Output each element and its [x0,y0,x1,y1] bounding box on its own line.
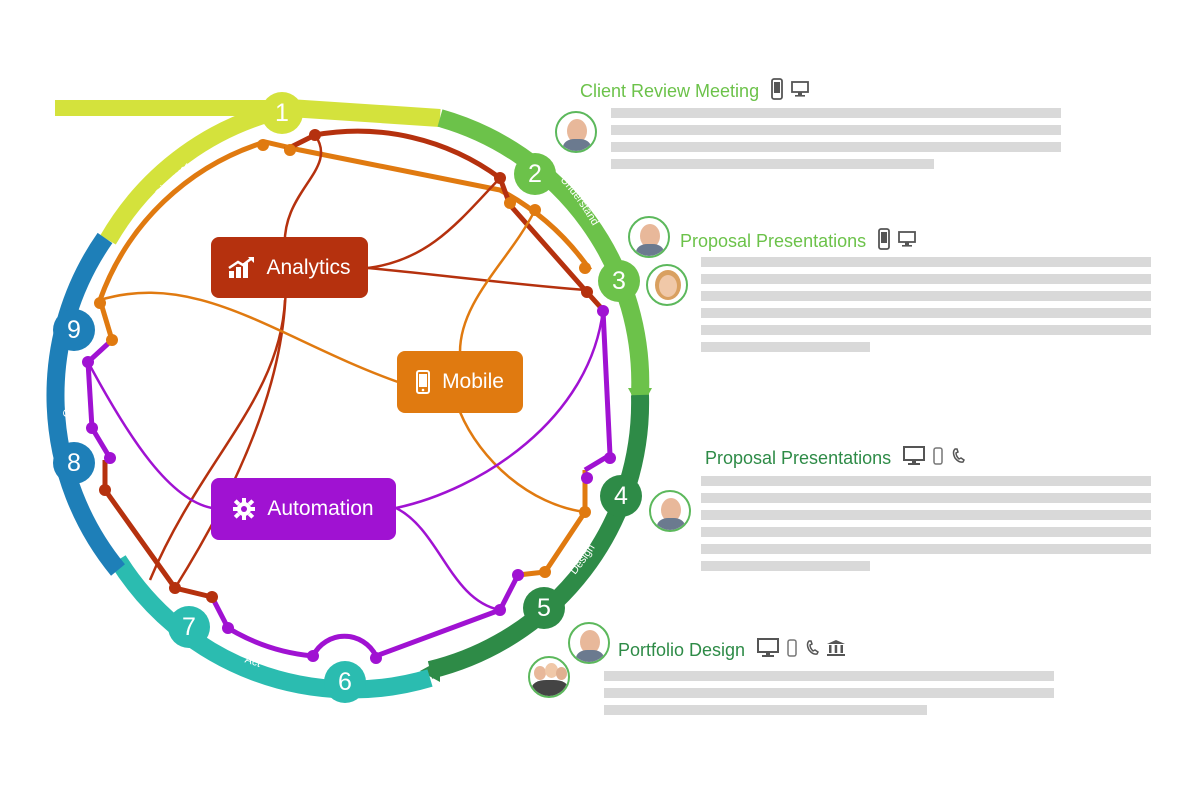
ring-arrow-design [420,660,440,682]
text-placeholder-line [701,493,1151,503]
automation-hub-label: Automation [267,497,374,520]
bank-icon [827,640,846,661]
text-placeholder-line [604,705,927,715]
avatar-group [528,656,570,698]
avatar [628,216,670,258]
ring-segment-grow [46,232,125,576]
phone-icon [787,639,797,662]
panel-title-portfolio-design[interactable]: Portfolio Design [618,638,846,663]
step-node-5[interactable]: 5 [523,587,565,629]
ring-segment-understand [437,109,650,396]
analytics-hub[interactable]: Analytics [211,237,368,298]
text-placeholder-line [701,510,1151,520]
phone-icon [878,228,891,255]
automation-hub[interactable]: Automation [211,478,396,540]
analytics-hub-label: Analytics [266,255,351,279]
mobile-hub[interactable]: Mobile [397,351,523,413]
step-node-2[interactable]: 2 [514,153,556,195]
panel-title-text: Proposal Presentations [705,448,892,468]
analytics-connector [367,177,501,270]
junction-dots [82,129,616,664]
svg-text:5: 5 [537,594,551,622]
phone-icon [416,370,431,394]
panel-title-text: Proposal Presentations [680,231,867,251]
text-placeholder-line [701,291,1151,301]
panel-title-text: Client Review Meeting [580,81,760,101]
svg-text:3: 3 [612,267,626,295]
analytics-inner-ring-lower [102,460,213,600]
automation-connector [395,309,605,510]
text-placeholder-line [611,159,934,169]
text-placeholder-line [701,544,1151,554]
handset-icon [951,448,966,469]
panel-title-client-review[interactable]: Client Review Meeting [580,78,809,105]
phone-icon [933,447,943,470]
mobile-inner-ring-lower [517,470,588,578]
ring-segment-design [427,394,650,679]
text-placeholder-line [701,476,1151,486]
text-placeholder-line [701,325,1151,335]
svg-text:7: 7 [182,613,196,641]
analytics-connector [367,266,586,292]
panel-title-proposal-presentations-design[interactable]: Proposal Presentations [705,446,966,471]
monitor-icon [898,231,917,252]
ring-label-act: Act [243,654,262,670]
mobile-connector [458,209,537,353]
monitor-icon [791,81,809,102]
avatar [649,490,691,532]
step-node-8[interactable]: 8 [53,442,95,484]
text-placeholder-line [604,671,1054,681]
automation-connector [86,361,213,510]
svg-text:2: 2 [528,160,542,188]
step-node-7[interactable]: 7 [168,606,210,648]
avatar [568,622,610,664]
text-placeholder-line [701,527,1151,537]
monitor-icon [757,638,780,663]
text-placeholder-line [611,108,1061,118]
svg-text:8: 8 [67,449,81,477]
text-placeholder-line [611,125,1061,135]
step-node-6[interactable]: 6 [324,661,366,703]
step-node-4[interactable]: 4 [600,475,642,517]
ring-label-grow: Grow [61,391,77,419]
mobile-inner-ring [97,139,593,301]
avatar [646,264,688,306]
monitor-icon [903,446,926,471]
step-node-1[interactable]: 1 [261,92,303,134]
handset-icon [805,640,820,661]
bar-chart-icon [228,256,255,279]
automation-inner-ring-bottom [209,573,521,660]
svg-text:4: 4 [614,482,628,510]
text-placeholder-line [701,561,870,571]
svg-text:9: 9 [67,316,81,344]
text-placeholder-line [701,342,870,352]
avatar [555,111,597,153]
phone-icon [771,78,783,105]
panel-title-proposal-presentations[interactable]: Proposal Presentations [680,228,917,255]
gear-icon [233,498,256,520]
text-placeholder-line [701,274,1151,284]
mobile-connector [458,411,586,514]
analytics-connector [148,299,287,581]
panel-title-text: Portfolio Design [618,640,746,660]
mobile-connector [99,291,399,384]
text-placeholder-line [604,688,1054,698]
text-placeholder-line [611,142,1061,152]
automation-inner-ring-left [85,338,114,460]
svg-text:1: 1 [275,99,289,127]
ring-segment-act [110,555,433,699]
step-node-3[interactable]: 3 [598,260,640,302]
step-node-9[interactable]: 9 [53,309,95,351]
automation-connector [395,506,501,612]
mobile-hub-label: Mobile [442,370,504,393]
text-placeholder-line [701,308,1151,318]
text-placeholder-line [701,257,1151,267]
svg-text:6: 6 [338,668,352,696]
